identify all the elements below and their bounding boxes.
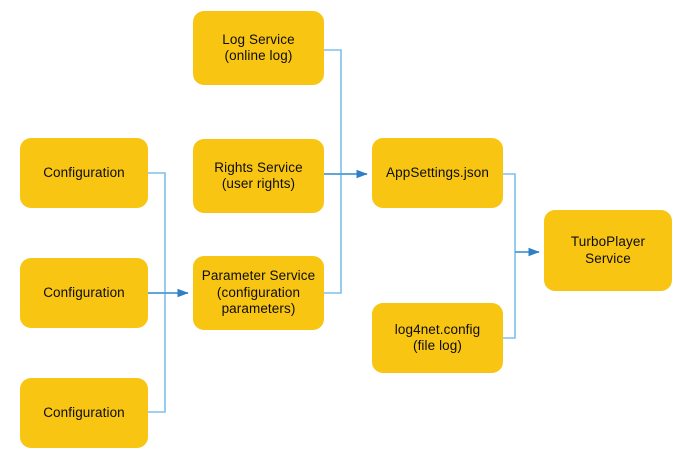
node-turboplayer-service[interactable]: TurboPlayer Service [544, 210, 672, 291]
node-log4net-config[interactable]: log4net.config (file log) [372, 303, 503, 373]
edge-log4net-to-turboplayer [503, 252, 516, 339]
edge-appsettings-to-turboplayer [503, 173, 516, 252]
node-appsettings-json[interactable]: AppSettings.json [372, 138, 503, 208]
node-configuration-2-label: Configuration [43, 284, 125, 300]
node-configuration-2[interactable]: Configuration [20, 258, 148, 328]
node-turboplayer-service-label: TurboPlayer Service [570, 234, 646, 266]
edge-config3-to-parameter-service [148, 293, 166, 413]
node-rights-service[interactable]: Rights Service (user rights) [193, 139, 324, 213]
node-log4net-config-label: log4net.config (file log) [394, 321, 481, 353]
node-parameter-service[interactable]: Parameter Service (configuration paramet… [193, 256, 324, 330]
node-configuration-3[interactable]: Configuration [20, 378, 148, 448]
edge-log-service-to-appsettings [324, 49, 342, 174]
edge-parameter-service-to-appsettings [324, 174, 342, 294]
edge-config1-to-parameter-service [148, 172, 166, 293]
node-rights-service-label: Rights Service (user rights) [214, 159, 303, 191]
node-appsettings-json-label: AppSettings.json [386, 164, 489, 180]
node-log-service-label: Log Service (online log) [222, 31, 295, 63]
node-parameter-service-label: Parameter Service (configuration paramet… [201, 268, 316, 317]
node-configuration-1[interactable]: Configuration [20, 138, 148, 208]
node-log-service[interactable]: Log Service (online log) [193, 11, 324, 85]
node-configuration-3-label: Configuration [43, 404, 125, 420]
node-configuration-1-label: Configuration [43, 164, 125, 180]
